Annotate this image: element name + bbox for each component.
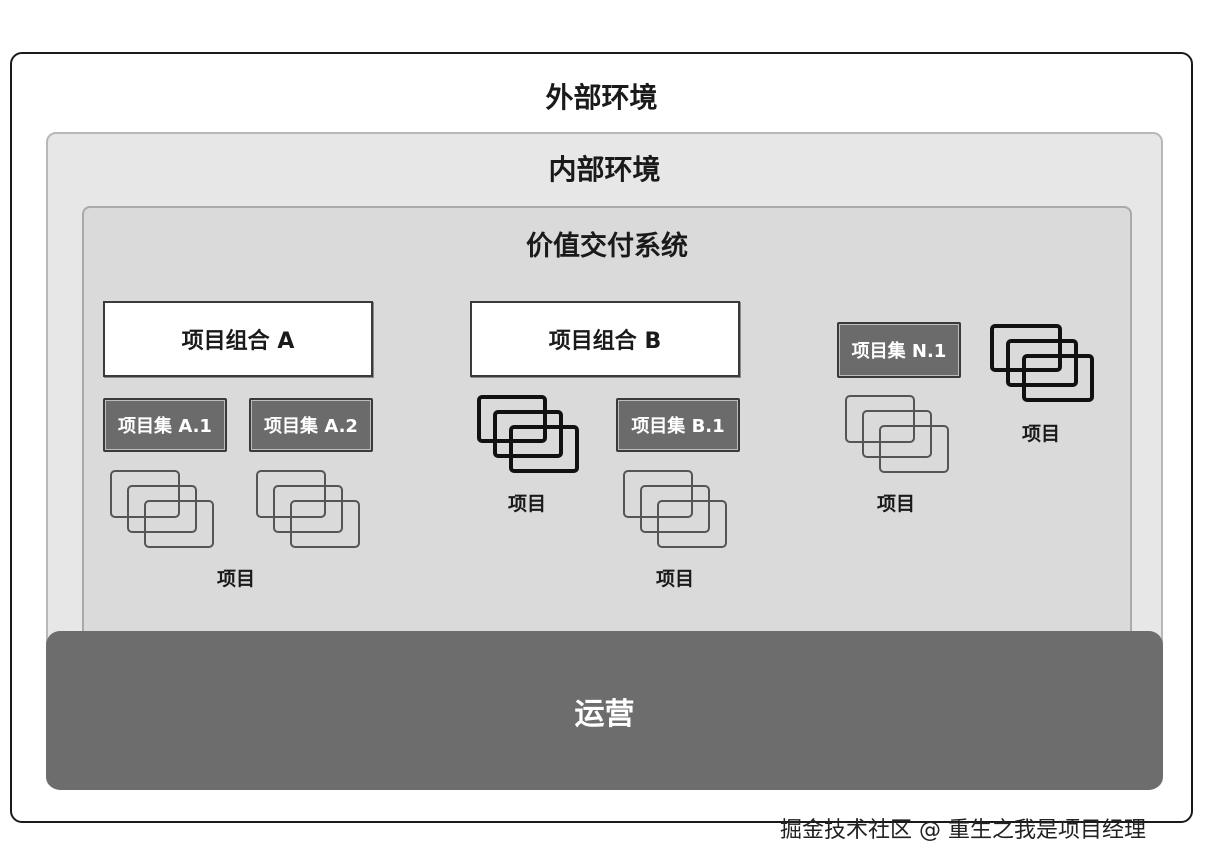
program-a2: 项目集 A.2 — [249, 398, 373, 452]
external-environment: 外部环境 内部环境 价值交付系统 运营 — [10, 52, 1193, 823]
operations-label: 运营 — [574, 697, 635, 732]
internal-environment-title: 内部环境 — [548, 153, 661, 186]
portfolio-b: 项目组合 B — [470, 301, 740, 377]
operations-band: 运营 — [46, 631, 1163, 790]
project-label-b1: 项目 — [656, 568, 695, 590]
program-a1: 项目集 A.1 — [103, 398, 227, 452]
value-delivery-system-title: 价值交付系统 — [526, 231, 688, 262]
program-b1: 项目集 B.1 — [616, 398, 740, 452]
project-label-n1: 项目 — [877, 493, 916, 515]
portfolio-a: 项目组合 A — [103, 301, 373, 377]
project-label-b-direct: 项目 — [508, 493, 547, 515]
project-label-direct: 项目 — [1022, 423, 1061, 445]
watermark: 掘金技术社区 @ 重生之我是项目经理 — [780, 818, 1146, 843]
program-n1: 项目集 N.1 — [837, 322, 961, 378]
project-label-a: 项目 — [217, 568, 256, 590]
external-environment-title: 外部环境 — [545, 81, 658, 114]
